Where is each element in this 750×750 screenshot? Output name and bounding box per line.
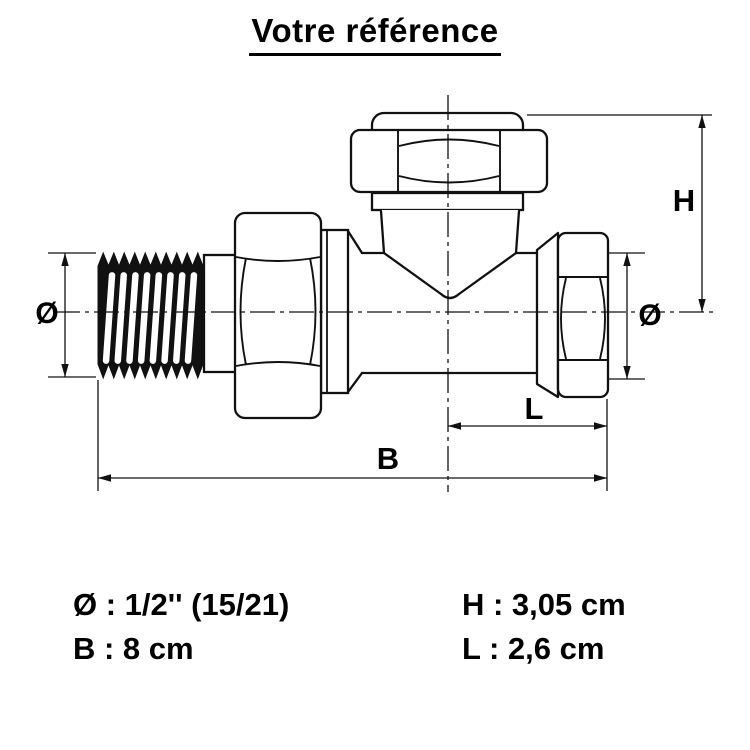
dim-diameter-left xyxy=(48,252,96,378)
dim-height xyxy=(527,114,712,312)
male-thread xyxy=(97,251,204,380)
dim-label-total-length: B xyxy=(377,441,399,476)
spec-length: L : 2,6 cm xyxy=(462,631,605,666)
bonnet-neck xyxy=(379,209,521,255)
outlet-nut xyxy=(556,231,610,399)
title-bar: Votre référence xyxy=(0,12,750,56)
outlet-flange xyxy=(535,231,560,399)
valve-seat-cone xyxy=(383,252,517,300)
bonnet-hex-nut xyxy=(349,128,549,194)
spec-total-length: B : 8 cm xyxy=(73,631,194,666)
dim-label-length: L xyxy=(525,391,544,426)
dim-diameter-right xyxy=(608,252,645,380)
dim-label-diameter-left: Ø xyxy=(35,297,58,330)
spec-diameter: Ø : 1/2'' (15/21) xyxy=(73,587,290,622)
spec-height: H : 3,05 cm xyxy=(462,587,626,622)
dim-total-length xyxy=(97,380,607,491)
dim-label-diameter-right: Ø xyxy=(638,299,661,332)
union-nut xyxy=(233,211,323,420)
page-title: Votre référence xyxy=(249,12,501,56)
thread-collar xyxy=(202,253,238,374)
thread-hatching xyxy=(102,272,198,364)
dim-label-height: H xyxy=(673,183,695,218)
dim-length xyxy=(448,399,608,491)
valve-body-barrel xyxy=(346,229,539,394)
